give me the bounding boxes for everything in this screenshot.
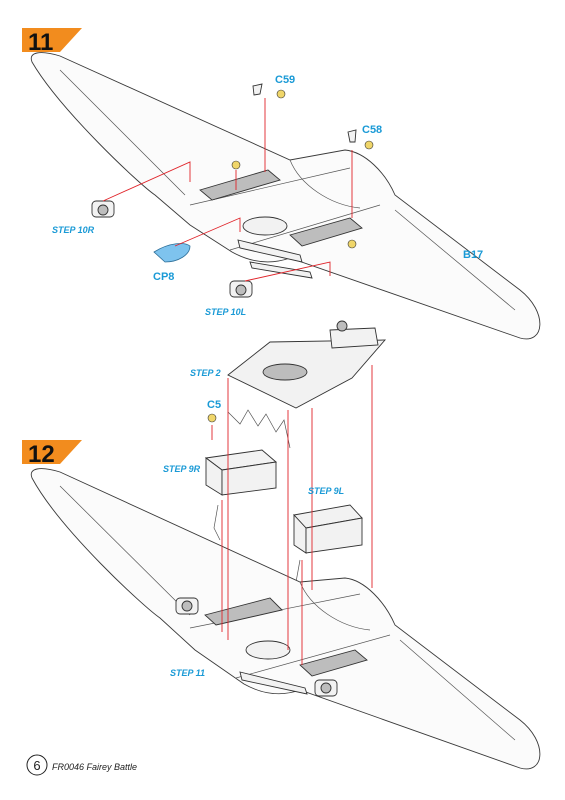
wheel-right-step-10r bbox=[91, 200, 115, 218]
wheel-left bbox=[314, 679, 338, 697]
seat-assembly-step-9l bbox=[293, 504, 363, 593]
seat-assembly-step-9r bbox=[204, 449, 278, 541]
part-c58 bbox=[347, 129, 374, 150]
label-b17: B17 bbox=[463, 249, 483, 261]
fuselage-floor-step-2 bbox=[227, 320, 387, 409]
step-tab-shape bbox=[22, 28, 82, 52]
glue-icon bbox=[364, 140, 374, 150]
glue-icon bbox=[231, 160, 241, 170]
step-12-badge: 12 bbox=[22, 440, 82, 468]
page-number: 6 bbox=[33, 758, 40, 773]
wing-assembly-step-11 bbox=[30, 52, 541, 340]
label-step-11: STEP 11 bbox=[170, 668, 205, 678]
label-c58: C58 bbox=[362, 124, 382, 136]
wing-assembly-step-12 bbox=[30, 468, 541, 770]
label-step-10l: STEP 10L bbox=[205, 307, 246, 317]
page-footer: 6 FR0046 Fairey Battle bbox=[26, 754, 137, 776]
step-11-badge: 11 bbox=[22, 28, 82, 56]
label-step-2: STEP 2 bbox=[190, 368, 221, 378]
assembly-guides-step-12 bbox=[211, 365, 373, 665]
assembly-guides-step-11 bbox=[102, 98, 353, 282]
page-number-circle bbox=[26, 754, 48, 776]
glue-icon bbox=[207, 413, 217, 423]
step-number: 11 bbox=[28, 29, 53, 56]
wheel-left-step-10l bbox=[229, 280, 253, 298]
wheel-right bbox=[175, 597, 199, 615]
label-step-9l: STEP 9L bbox=[308, 486, 344, 496]
label-c59: C59 bbox=[275, 74, 295, 86]
part-c5 bbox=[227, 409, 291, 449]
step-number: 12 bbox=[28, 441, 55, 468]
part-c59 bbox=[252, 83, 286, 99]
clear-part-cp8 bbox=[153, 243, 191, 263]
glue-icon bbox=[276, 89, 286, 99]
label-step-9r: STEP 9R bbox=[163, 464, 201, 474]
step-tab-shape bbox=[22, 440, 82, 464]
glue-icon bbox=[347, 239, 357, 249]
label-cp8: CP8 bbox=[153, 271, 174, 283]
kit-title: FR0046 Fairey Battle bbox=[52, 762, 137, 772]
label-c5: C5 bbox=[207, 399, 221, 411]
label-step-10r: STEP 10R bbox=[52, 225, 95, 235]
